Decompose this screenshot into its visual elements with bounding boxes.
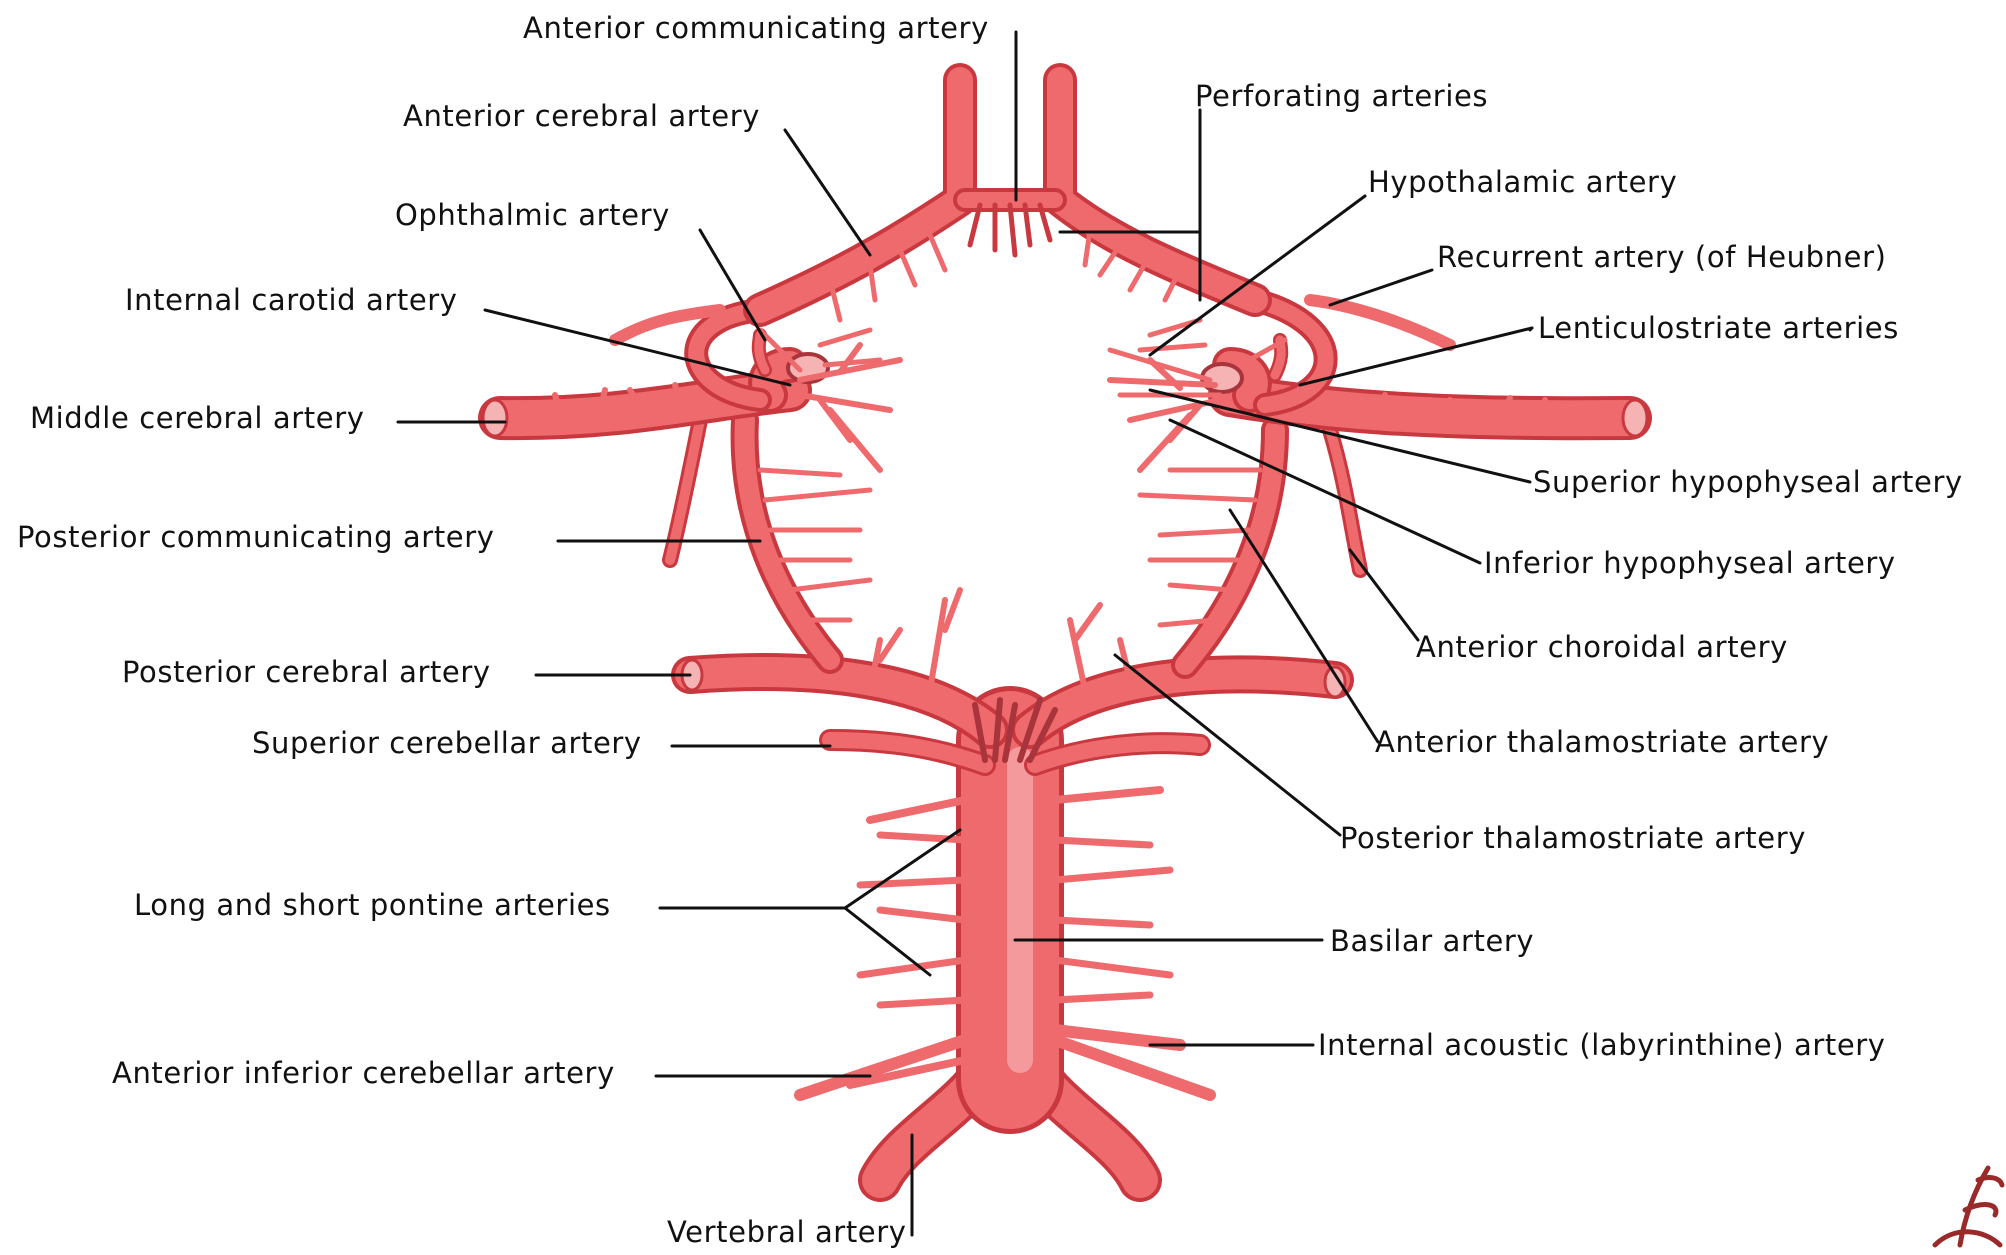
label-anterior-cerebral-artery: Anterior cerebral artery (403, 99, 760, 133)
label-internal-acoustic-labyrinthine-artery: Internal acoustic (labyrinthine) artery (1318, 1028, 1886, 1062)
label-superior-cerebellar-artery: Superior cerebellar artery (252, 726, 642, 760)
label-lenticulostriate-arteries: Lenticulostriate arteries (1538, 311, 1899, 345)
label-vertebral-artery: Vertebral artery (667, 1215, 907, 1249)
label-anterior-communicating-artery: Anterior communicating artery (523, 11, 989, 45)
label-anterior-choroidal-artery: Anterior choroidal artery (1416, 630, 1788, 664)
label-posterior-communicating-artery: Posterior communicating artery (17, 520, 495, 554)
label-long-short-pontine-arteries: Long and short pontine arteries (134, 888, 611, 922)
label-middle-cerebral-artery: Middle cerebral artery (30, 401, 365, 435)
label-inferior-hypophyseal-artery: Inferior hypophyseal artery (1484, 546, 1896, 580)
signature-mark (1935, 1168, 2002, 1245)
label-posterior-thalamostriate-artery: Posterior thalamostriate artery (1340, 821, 1806, 855)
basilar-artery (1010, 740, 1020, 1080)
label-hypothalamic-artery: Hypothalamic artery (1368, 165, 1677, 199)
hypophyseal-branches (760, 330, 1285, 470)
label-anterior-inferior-cerebellar-artery: Anterior inferior cerebellar artery (112, 1056, 615, 1090)
label-anterior-thalamostriate-artery: Anterior thalamostriate artery (1375, 725, 1829, 759)
label-perforating-arteries: Perforating arteries (1195, 79, 1488, 113)
label-internal-carotid-artery: Internal carotid artery (125, 283, 458, 317)
label-posterior-cerebral-artery: Posterior cerebral artery (122, 655, 491, 689)
middle-cerebral-arteries (483, 385, 1647, 436)
label-basilar-artery: Basilar artery (1330, 924, 1534, 958)
perforating-arteries (820, 205, 1205, 365)
recurrent-artery-loops (615, 300, 1450, 405)
label-superior-hypophyseal-artery: Superior hypophyseal artery (1533, 465, 1963, 499)
label-recurrent-artery-heubner: Recurrent artery (of Heubner) (1437, 240, 1887, 274)
pontine-branches-right (1055, 790, 1210, 1095)
label-ophthalmic-artery: Ophthalmic artery (395, 198, 670, 232)
posterior-communicating-arteries (745, 420, 1275, 665)
